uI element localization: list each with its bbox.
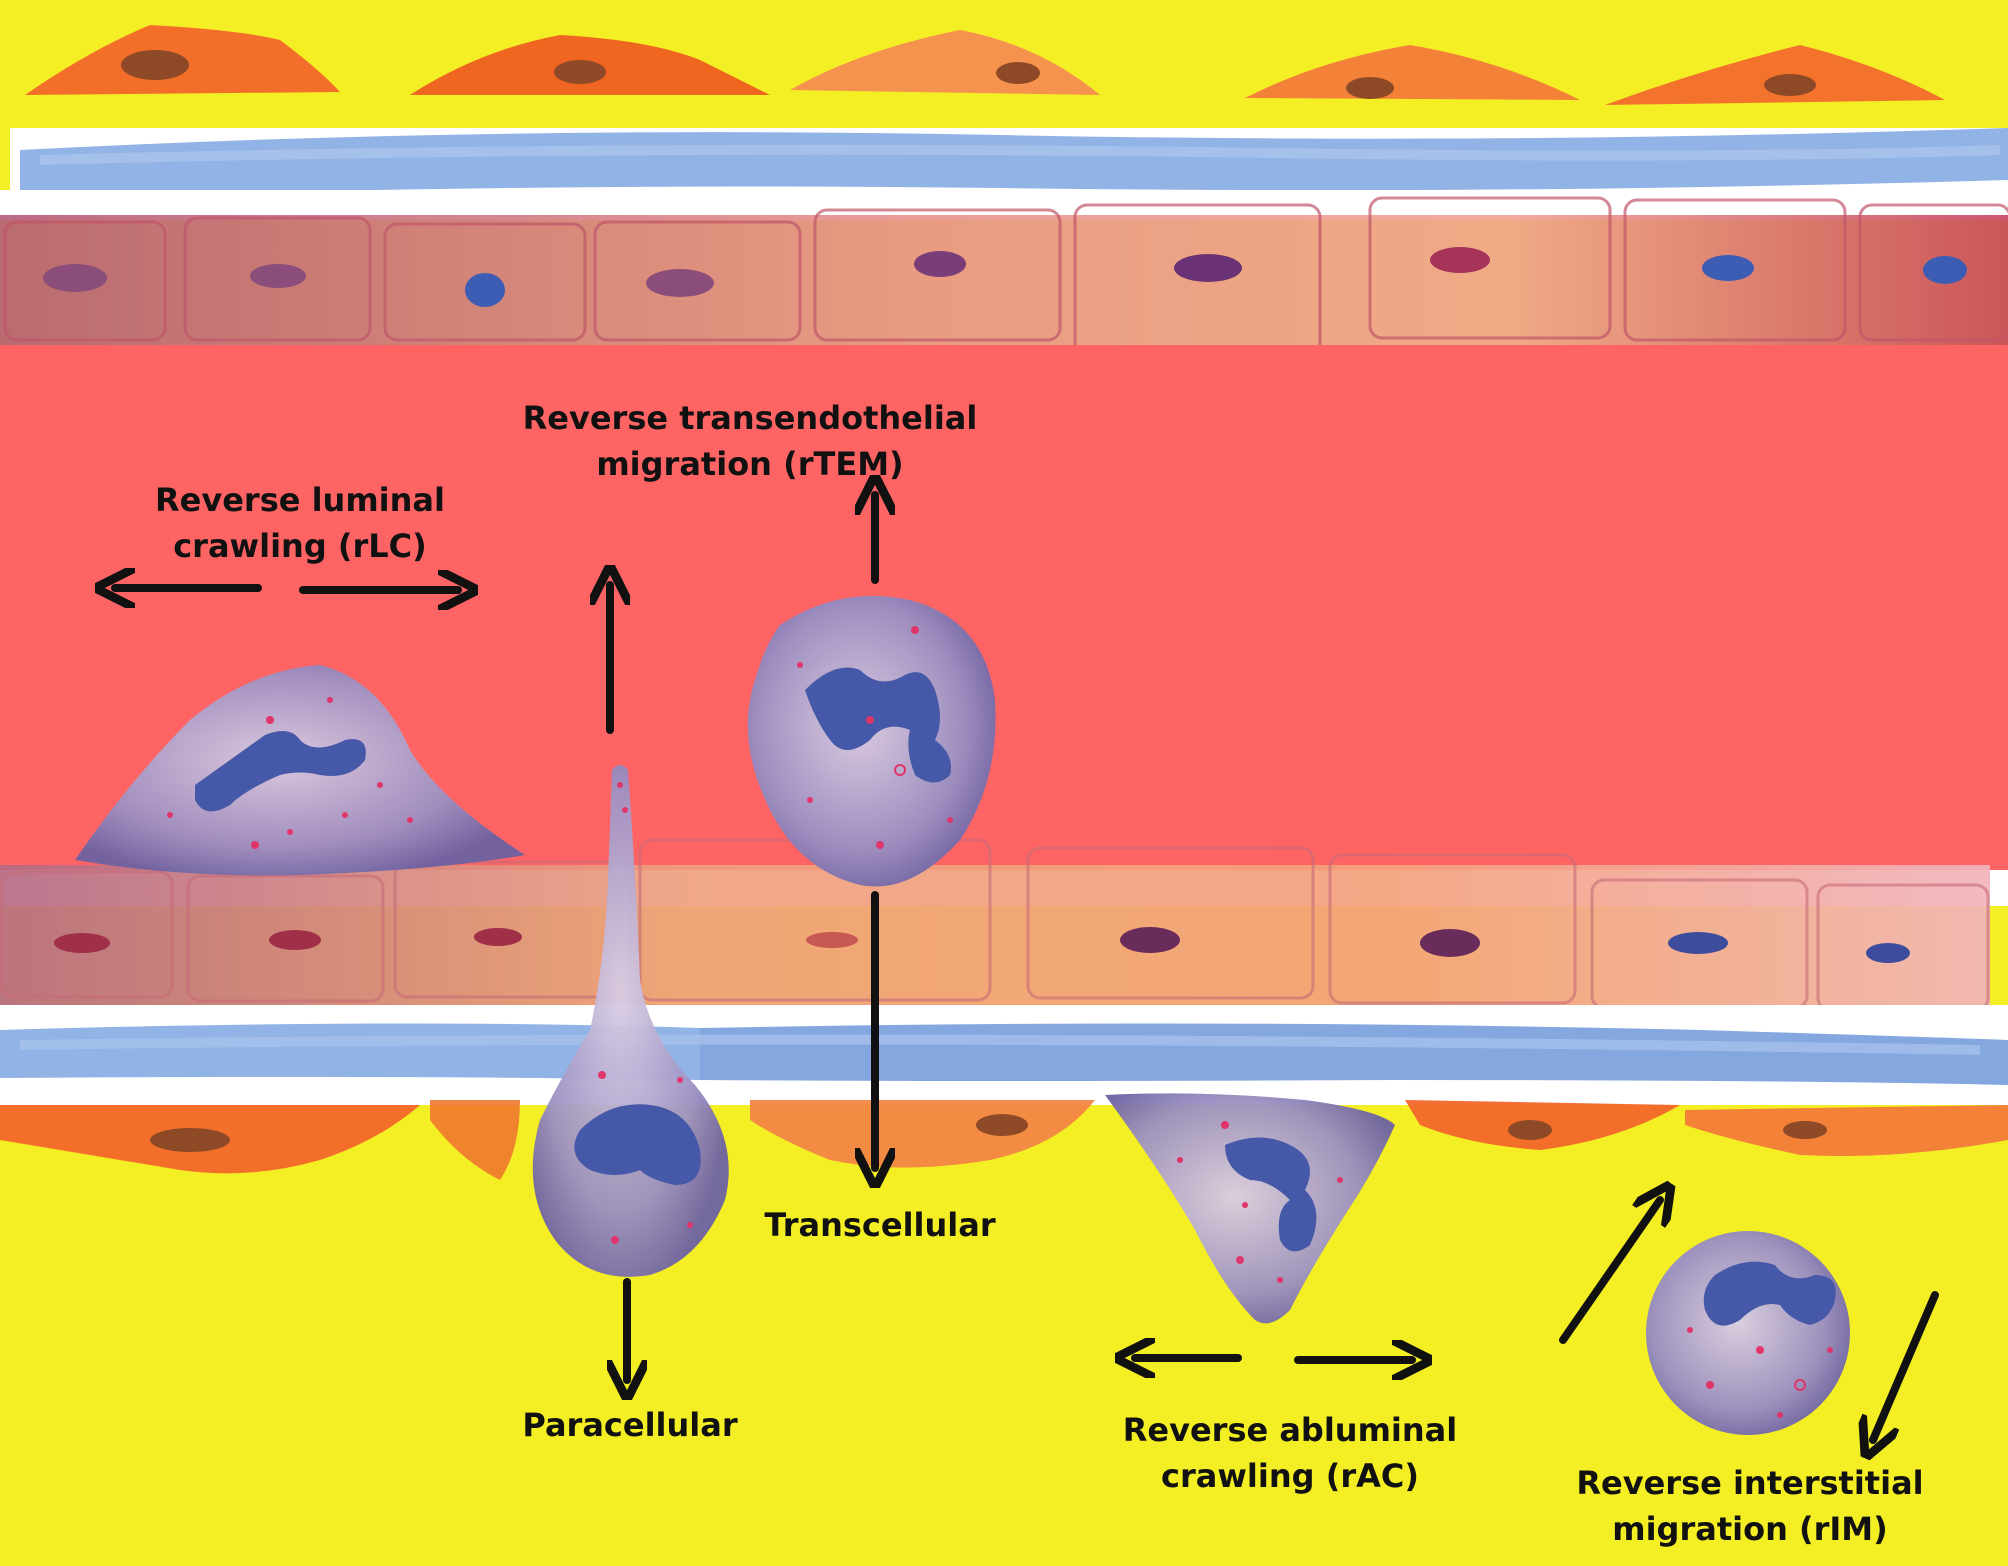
label-rim: Reverse interstitial migration (rIM) [1576,1464,1924,1548]
arrow-rim-up [1559,1200,1660,1344]
neutrophil-transcellular [747,595,996,887]
neutrophil-luminal-crawling [75,665,525,876]
endothelium-top [0,196,2008,357]
endothelial-nuclei-top [43,247,1967,307]
neutrophil-interstitial [1646,1231,1850,1435]
neutrophil-paracellular [532,765,729,1277]
basement-membrane-bottom [0,1005,2008,1105]
pericytes-bottom [0,1100,2008,1180]
label-rac: Reverse abluminal crawling (rAC) [1122,1411,1458,1495]
arrow-rim-down [1873,1291,1939,1440]
endothelial-nuclei-bottom [54,927,1910,963]
label-paracellular: Paracellular [522,1406,738,1444]
migration-arrows [115,495,1939,1440]
label-rtem: Reverse transendothelial migration (rTEM… [522,399,978,483]
label-transcellular: Transcellular [764,1206,996,1244]
pericytes-top [25,25,1945,105]
endothelium-bottom [0,838,2008,1012]
basement-membrane-top [0,128,2008,220]
neutrophil-abluminal-crawling [1105,1093,1395,1324]
label-rlc: Reverse luminal crawling (rLC) [155,481,445,565]
